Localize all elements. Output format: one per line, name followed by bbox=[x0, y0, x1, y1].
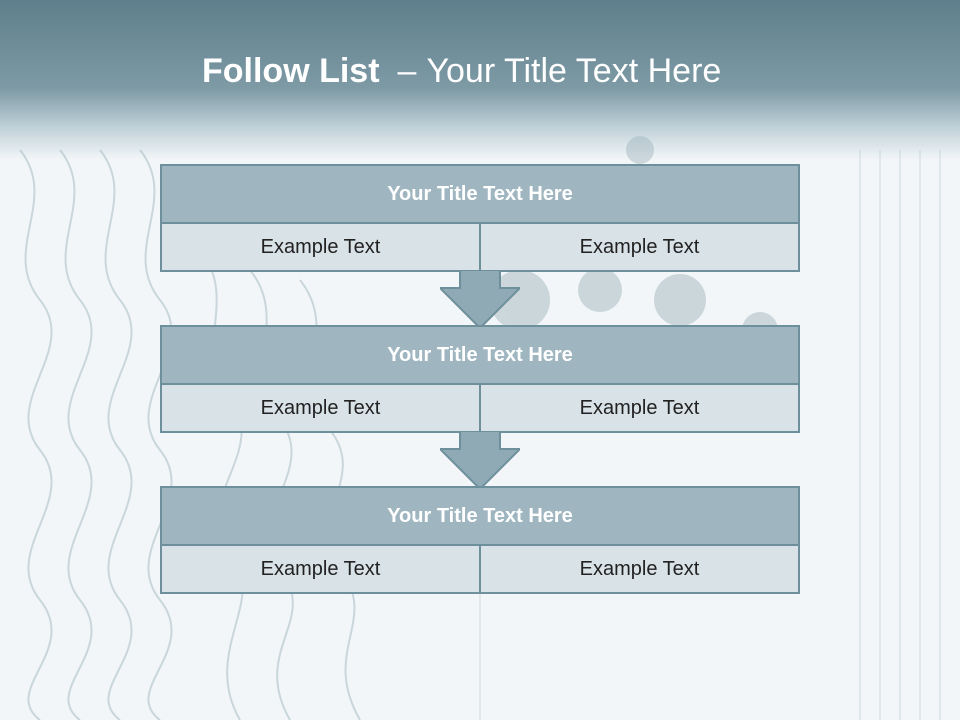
header-band bbox=[0, 0, 960, 160]
step-cell-left: Example Text bbox=[162, 224, 481, 270]
step-row: Example Text Example Text bbox=[162, 546, 798, 592]
step-cell-left: Example Text bbox=[162, 546, 481, 592]
down-arrow-icon bbox=[440, 431, 520, 491]
step-cell-right: Example Text bbox=[481, 546, 798, 592]
step-title: Your Title Text Here bbox=[162, 327, 798, 385]
step-row: Example Text Example Text bbox=[162, 224, 798, 270]
step-block-2: Your Title Text Here Example Text Exampl… bbox=[160, 325, 800, 433]
step-cell-left: Example Text bbox=[162, 385, 481, 431]
step-row: Example Text Example Text bbox=[162, 385, 798, 431]
title-bold: Follow List bbox=[202, 52, 380, 90]
step-cell-right: Example Text bbox=[481, 224, 798, 270]
down-arrow-icon bbox=[440, 270, 520, 330]
slide-title: Follow List–Your Title Text Here bbox=[202, 52, 721, 102]
step-cell-right: Example Text bbox=[481, 385, 798, 431]
step-block-3: Your Title Text Here Example Text Exampl… bbox=[160, 486, 800, 594]
step-title: Your Title Text Here bbox=[162, 488, 798, 546]
title-rest: Your Title Text Here bbox=[426, 52, 722, 90]
step-title: Your Title Text Here bbox=[162, 166, 798, 224]
step-block-1: Your Title Text Here Example Text Exampl… bbox=[160, 164, 800, 272]
title-dash: – bbox=[397, 52, 417, 90]
